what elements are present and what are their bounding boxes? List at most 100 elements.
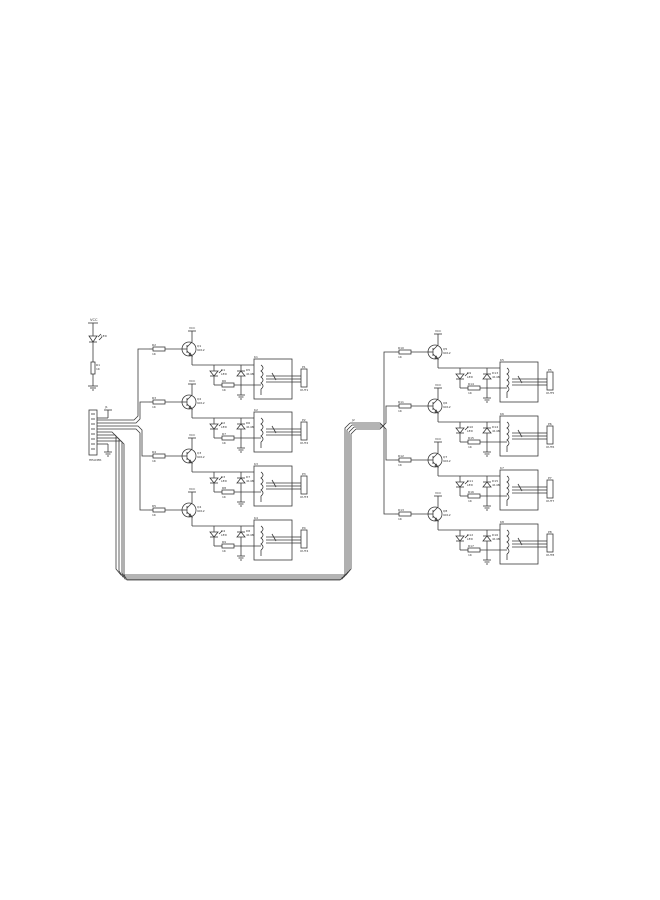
base-resistor-label: R12 <box>398 454 404 458</box>
led-label: LED <box>467 375 474 379</box>
led-resistor-label: R14 <box>468 382 474 386</box>
base-resistor <box>152 346 166 352</box>
emitter-arrow <box>434 517 439 522</box>
output-terminal <box>546 479 554 499</box>
vcc-label: VCC <box>435 437 441 441</box>
diode-ref: D7 <box>246 475 250 479</box>
power-vcc-label: VCC <box>90 318 98 322</box>
led-label: LED <box>221 533 228 537</box>
led-resistor-value: 1K <box>222 549 227 553</box>
base-resistor-label: R5 <box>152 504 156 508</box>
relay-label: K7 <box>500 466 504 470</box>
vcc-label: VCC <box>189 433 195 437</box>
right-relay-channels: R101KQ59012VCCK5D9LEDD134148R141KP5OUT5R… <box>395 329 554 565</box>
diode-ref: D16 <box>492 533 498 537</box>
terminal-label: OUT8 <box>546 553 554 557</box>
base-resistor-value: 1K <box>152 352 157 356</box>
diode-ref: D6 <box>246 421 250 425</box>
flyback-diode <box>482 535 492 542</box>
diode-ref: D13 <box>492 371 498 375</box>
ground-symbol <box>237 394 245 400</box>
transistor-label: Q3 <box>197 451 201 455</box>
led-label: LED <box>467 537 474 541</box>
relay-label: K1 <box>254 355 258 359</box>
flyback-diode <box>482 427 492 434</box>
output-terminal <box>300 421 308 441</box>
led-label: LED <box>467 429 474 433</box>
status-led <box>209 423 219 430</box>
transistor-type: 9012 <box>443 351 451 355</box>
led-resistor <box>221 543 235 549</box>
transistor-type: 9012 <box>197 348 205 352</box>
relay-coil <box>260 417 264 443</box>
led-ref: D9 <box>467 371 471 375</box>
status-led <box>455 535 465 542</box>
terminal-ref: P3 <box>302 472 306 476</box>
power-resistor <box>90 361 96 375</box>
led-resistor-label: R7 <box>222 432 226 436</box>
led-ref: D4 <box>221 529 225 533</box>
power-led-symbol <box>88 333 103 343</box>
transistor-label: Q4 <box>197 505 201 509</box>
output-terminal <box>546 371 554 391</box>
output-terminal <box>300 529 308 549</box>
led-ref: D12 <box>467 533 473 537</box>
inter-board-bus <box>97 422 357 581</box>
vcc-label: VCC <box>435 329 441 333</box>
relay-coil <box>506 421 510 447</box>
terminal-label: OUT4 <box>300 549 308 553</box>
terminal-ref: P8 <box>548 530 552 534</box>
ground-symbol <box>88 385 98 391</box>
diode-ref: D5 <box>246 368 250 372</box>
relay-coil <box>260 471 264 497</box>
diode-value: 4148 <box>246 372 254 376</box>
led-resistor <box>221 382 235 388</box>
relay-label: K4 <box>254 516 258 520</box>
led-ref: D2 <box>221 421 225 425</box>
led-resistor <box>467 493 481 499</box>
led-ref: D3 <box>221 475 225 479</box>
led-ref: D1 <box>221 368 225 372</box>
relay-coil <box>506 475 510 501</box>
diode-ref: D8 <box>246 529 250 533</box>
transistor-label: Q5 <box>443 347 447 351</box>
relay-label: K8 <box>500 520 504 524</box>
led-resistor-label: R15 <box>468 436 474 440</box>
emitter-arrow <box>188 352 193 357</box>
terminal-ref: P6 <box>548 422 552 426</box>
led-resistor-label: R17 <box>468 544 474 548</box>
led-resistor-value: 1K <box>468 445 473 449</box>
diode-value: 4148 <box>492 375 500 379</box>
diode-value: 4148 <box>246 479 254 483</box>
terminal-label: OUT1 <box>300 388 308 392</box>
flyback-diode <box>236 370 246 377</box>
relay-coil <box>260 525 264 551</box>
base-resistor-value: 1K <box>398 463 403 467</box>
base-resistor <box>152 453 166 459</box>
ground-symbol <box>237 501 245 507</box>
led-resistor <box>221 435 235 441</box>
base-resistor-value: 1K <box>398 355 403 359</box>
led-resistor-label: R9 <box>222 540 226 544</box>
emitter-arrow <box>434 355 439 360</box>
led-resistor <box>221 489 235 495</box>
base-resistor <box>152 507 166 513</box>
left-bus-wires <box>97 348 149 511</box>
led-label: LED <box>221 425 228 429</box>
diode-value: 4148 <box>246 425 254 429</box>
led-resistor-label: R8 <box>222 486 226 490</box>
ground-symbol <box>237 555 245 561</box>
base-resistor <box>152 399 166 405</box>
transistor-label: Q1 <box>197 344 201 348</box>
transistor-type: 9012 <box>443 405 451 409</box>
vcc-label: VCC <box>435 383 441 387</box>
vcc-label: VCC <box>435 491 441 495</box>
relay-coil <box>506 367 510 393</box>
base-resistor <box>398 511 412 517</box>
base-resistor-label: R11 <box>398 400 404 404</box>
